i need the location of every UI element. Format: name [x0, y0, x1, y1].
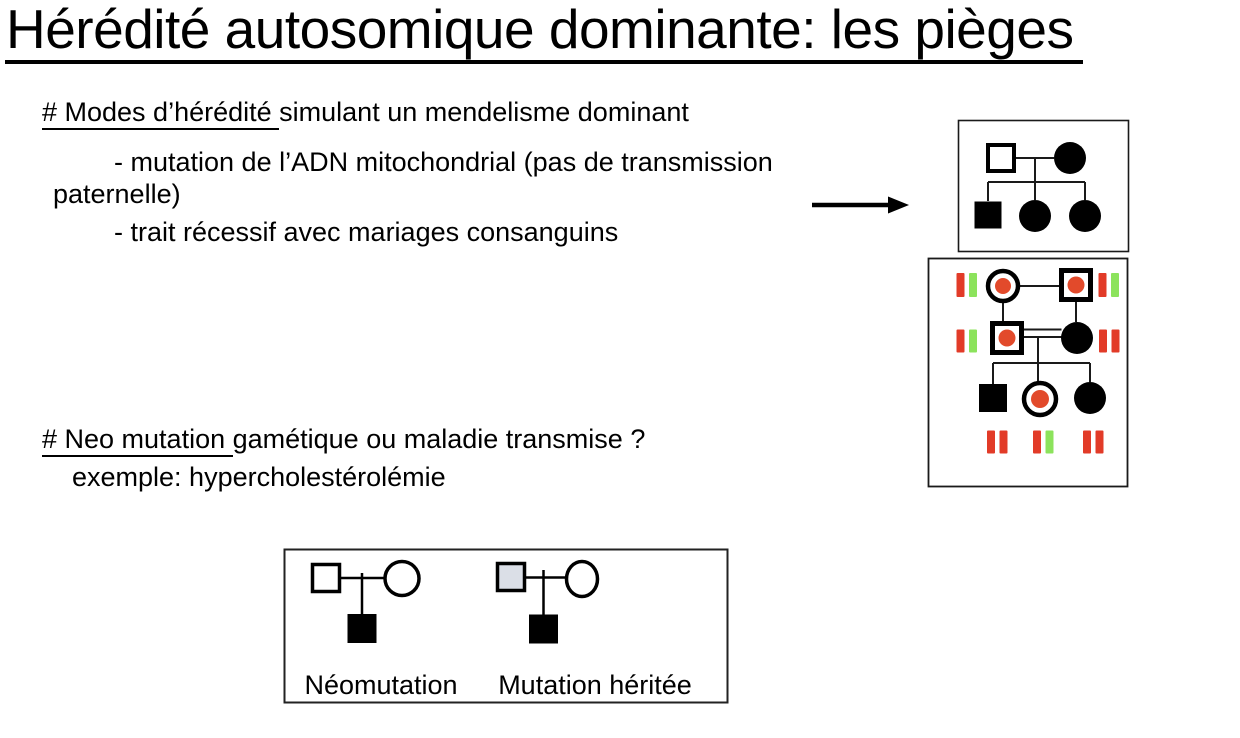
affected-male-symbol: [347, 614, 377, 643]
allele-bars-gen3-male: [987, 430, 1008, 454]
allele-bars-gen1-male: [1098, 273, 1119, 297]
allele-bar-red: [1033, 430, 1041, 454]
allele-bars-gen2-male: [956, 329, 977, 353]
pedigree-lines: [992, 285, 1091, 384]
carrier-dot: [998, 329, 1016, 347]
allele-bar-red: [1098, 273, 1107, 297]
allele-bar-red: [999, 430, 1008, 454]
allele-bars-gen2-female: [1099, 329, 1120, 353]
pedigree-lines: [987, 157, 1086, 201]
allele-bar-red: [1095, 430, 1104, 454]
modes-heading: # Modes d’hérédité simulant un mendelism…: [42, 96, 689, 130]
bullet-mitochondrial-line1: - mutation de l’ADN mitochondrial (pas d…: [114, 147, 773, 177]
allele-bars-gen3-carrier: [1033, 430, 1054, 454]
carrier-dot: [995, 278, 1011, 294]
allele-bar-green: [969, 273, 977, 297]
affected-female-symbol: [1019, 200, 1051, 232]
mitochondrial-pedigree-figure: [957, 119, 1130, 253]
pedigree-lines: [339, 573, 385, 614]
affected-female-symbol: [1061, 322, 1093, 354]
affected-male-symbol: [529, 614, 558, 644]
allele-bar-green: [1045, 430, 1054, 454]
consanguinity-pedigree-figure: [927, 257, 1129, 488]
neomutation-figure: Néomutation Mutation héritée: [283, 548, 729, 705]
arrow-head: [888, 196, 909, 214]
pedigree-lines: [524, 570, 567, 615]
allele-bar-red: [1111, 329, 1120, 353]
affected-male-symbol: [974, 201, 1002, 229]
unaffected-female-symbol: [564, 559, 600, 599]
unaffected-male-symbol: [986, 143, 1016, 173]
affected-female-symbol: [1074, 382, 1106, 414]
affected-female-symbol: [1069, 200, 1101, 232]
neo-heading-rest: gamétique ou maladie transmise ?: [232, 424, 646, 454]
arrow-right-icon: [810, 194, 910, 216]
allele-bar-red: [987, 430, 995, 454]
allele-bar-red: [956, 329, 965, 353]
allele-bars-gen3-female: [1083, 430, 1104, 454]
bullet-mitochondrial-line2: paternelle): [53, 179, 181, 209]
modes-heading-rest: simulant un mendelisme dominant: [279, 97, 689, 127]
affected-male-symbol: [979, 384, 1007, 412]
allele-bar-green: [969, 329, 977, 353]
modes-heading-underlined: # Modes d’hérédité: [42, 97, 280, 130]
allele-bar-red: [1083, 430, 1091, 454]
unaffected-female-symbol: [383, 559, 421, 598]
allele-bar-green: [1111, 273, 1119, 297]
carrier-dot: [1067, 276, 1085, 294]
inherited-mutation-label: Mutation héritée: [498, 670, 692, 700]
example-line: exemple: hypercholestérolémie: [72, 462, 446, 492]
affected-female-symbol: [1054, 142, 1086, 174]
allele-bar-red: [956, 273, 965, 297]
bullet-recessive-trait: - trait récessif avec mariages consangui…: [114, 217, 619, 247]
neomutation-label: Néomutation: [304, 670, 458, 700]
allele-bar-red: [1099, 329, 1107, 353]
carrier-dot: [1031, 390, 1049, 408]
page-title: Hérédité autosomique dominante: les pièg…: [5, 0, 1084, 64]
mosaic-male-symbol: [495, 561, 527, 593]
unaffected-male-symbol: [310, 562, 342, 594]
figure-border: [957, 119, 1130, 253]
figure-border: [927, 257, 1129, 488]
neo-heading: # Neo mutation gamétique ou maladie tran…: [42, 423, 646, 457]
neo-heading-underlined: # Neo mutation: [42, 424, 233, 457]
allele-bars-gen1-female: [956, 273, 977, 297]
